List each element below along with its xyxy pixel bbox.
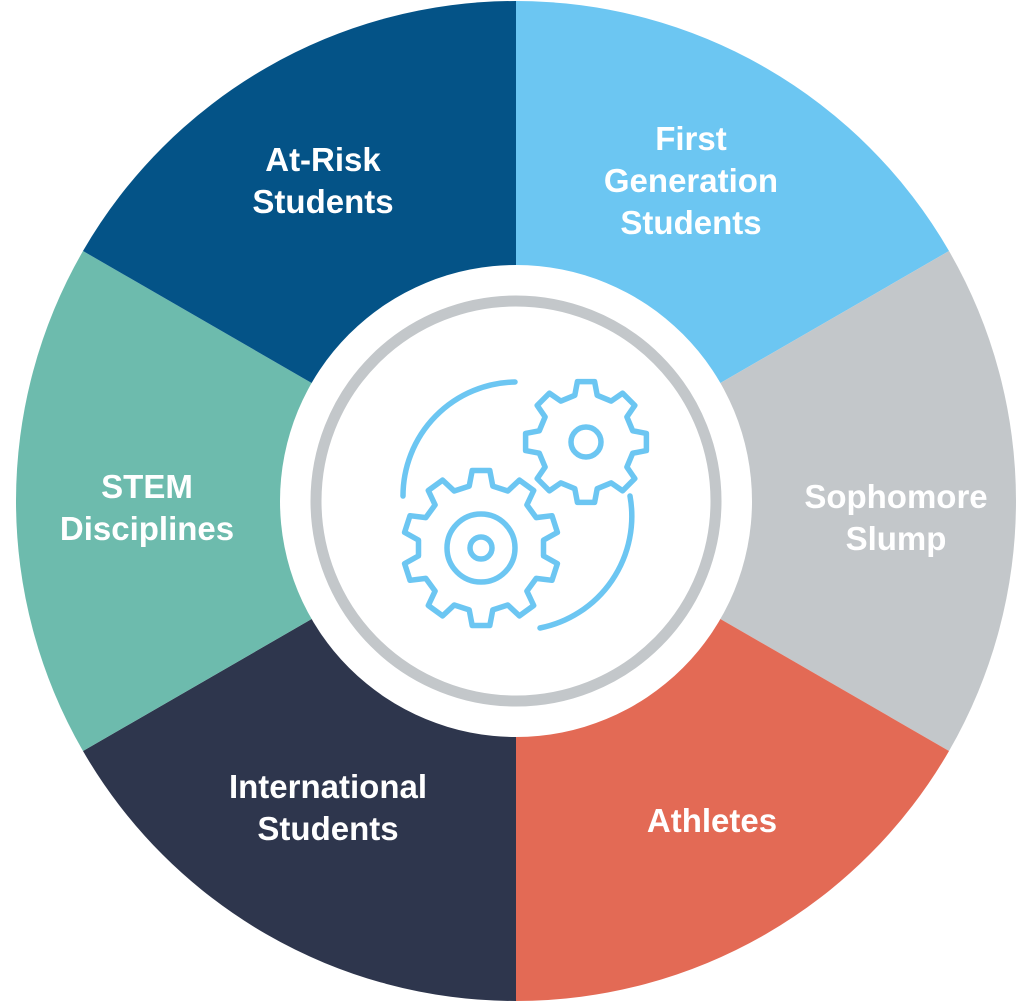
segment-sophomore-slump	[516, 251, 1016, 751]
large-gear-hole	[467, 534, 495, 562]
segment-stem-disciplines	[16, 251, 516, 751]
small-gear	[522, 378, 650, 506]
center-hub	[280, 265, 752, 737]
segment-label-line: Athletes	[647, 802, 777, 839]
large-gear-inner-ring	[444, 511, 518, 585]
segment-label-line: Slump	[846, 520, 947, 557]
gears-icon	[400, 378, 650, 631]
segment-label-line: Students	[252, 183, 393, 220]
segment-label-line: Students	[257, 810, 398, 847]
segment-label-line: At-Risk	[265, 141, 381, 178]
segment-label-line: Sophomore	[804, 478, 987, 515]
segment-label-line: Generation	[604, 162, 778, 199]
segment-label-line: Disciplines	[60, 510, 234, 547]
segment-label-line: STEM	[101, 468, 193, 505]
center-disc	[280, 265, 752, 737]
large-gear	[401, 467, 561, 629]
segment-label-line: Students	[620, 204, 761, 241]
segment-label-stem-disciplines: STEM Disciplines	[60, 468, 234, 547]
segment-label-line: International	[229, 768, 427, 805]
arc-bottom-right	[537, 493, 635, 631]
center-ring	[310, 295, 722, 707]
arc-top-left	[400, 379, 518, 499]
small-gear-hole	[568, 424, 604, 460]
segment-label-athletes: Athletes	[647, 802, 777, 839]
segment-label-line: First	[655, 120, 727, 157]
